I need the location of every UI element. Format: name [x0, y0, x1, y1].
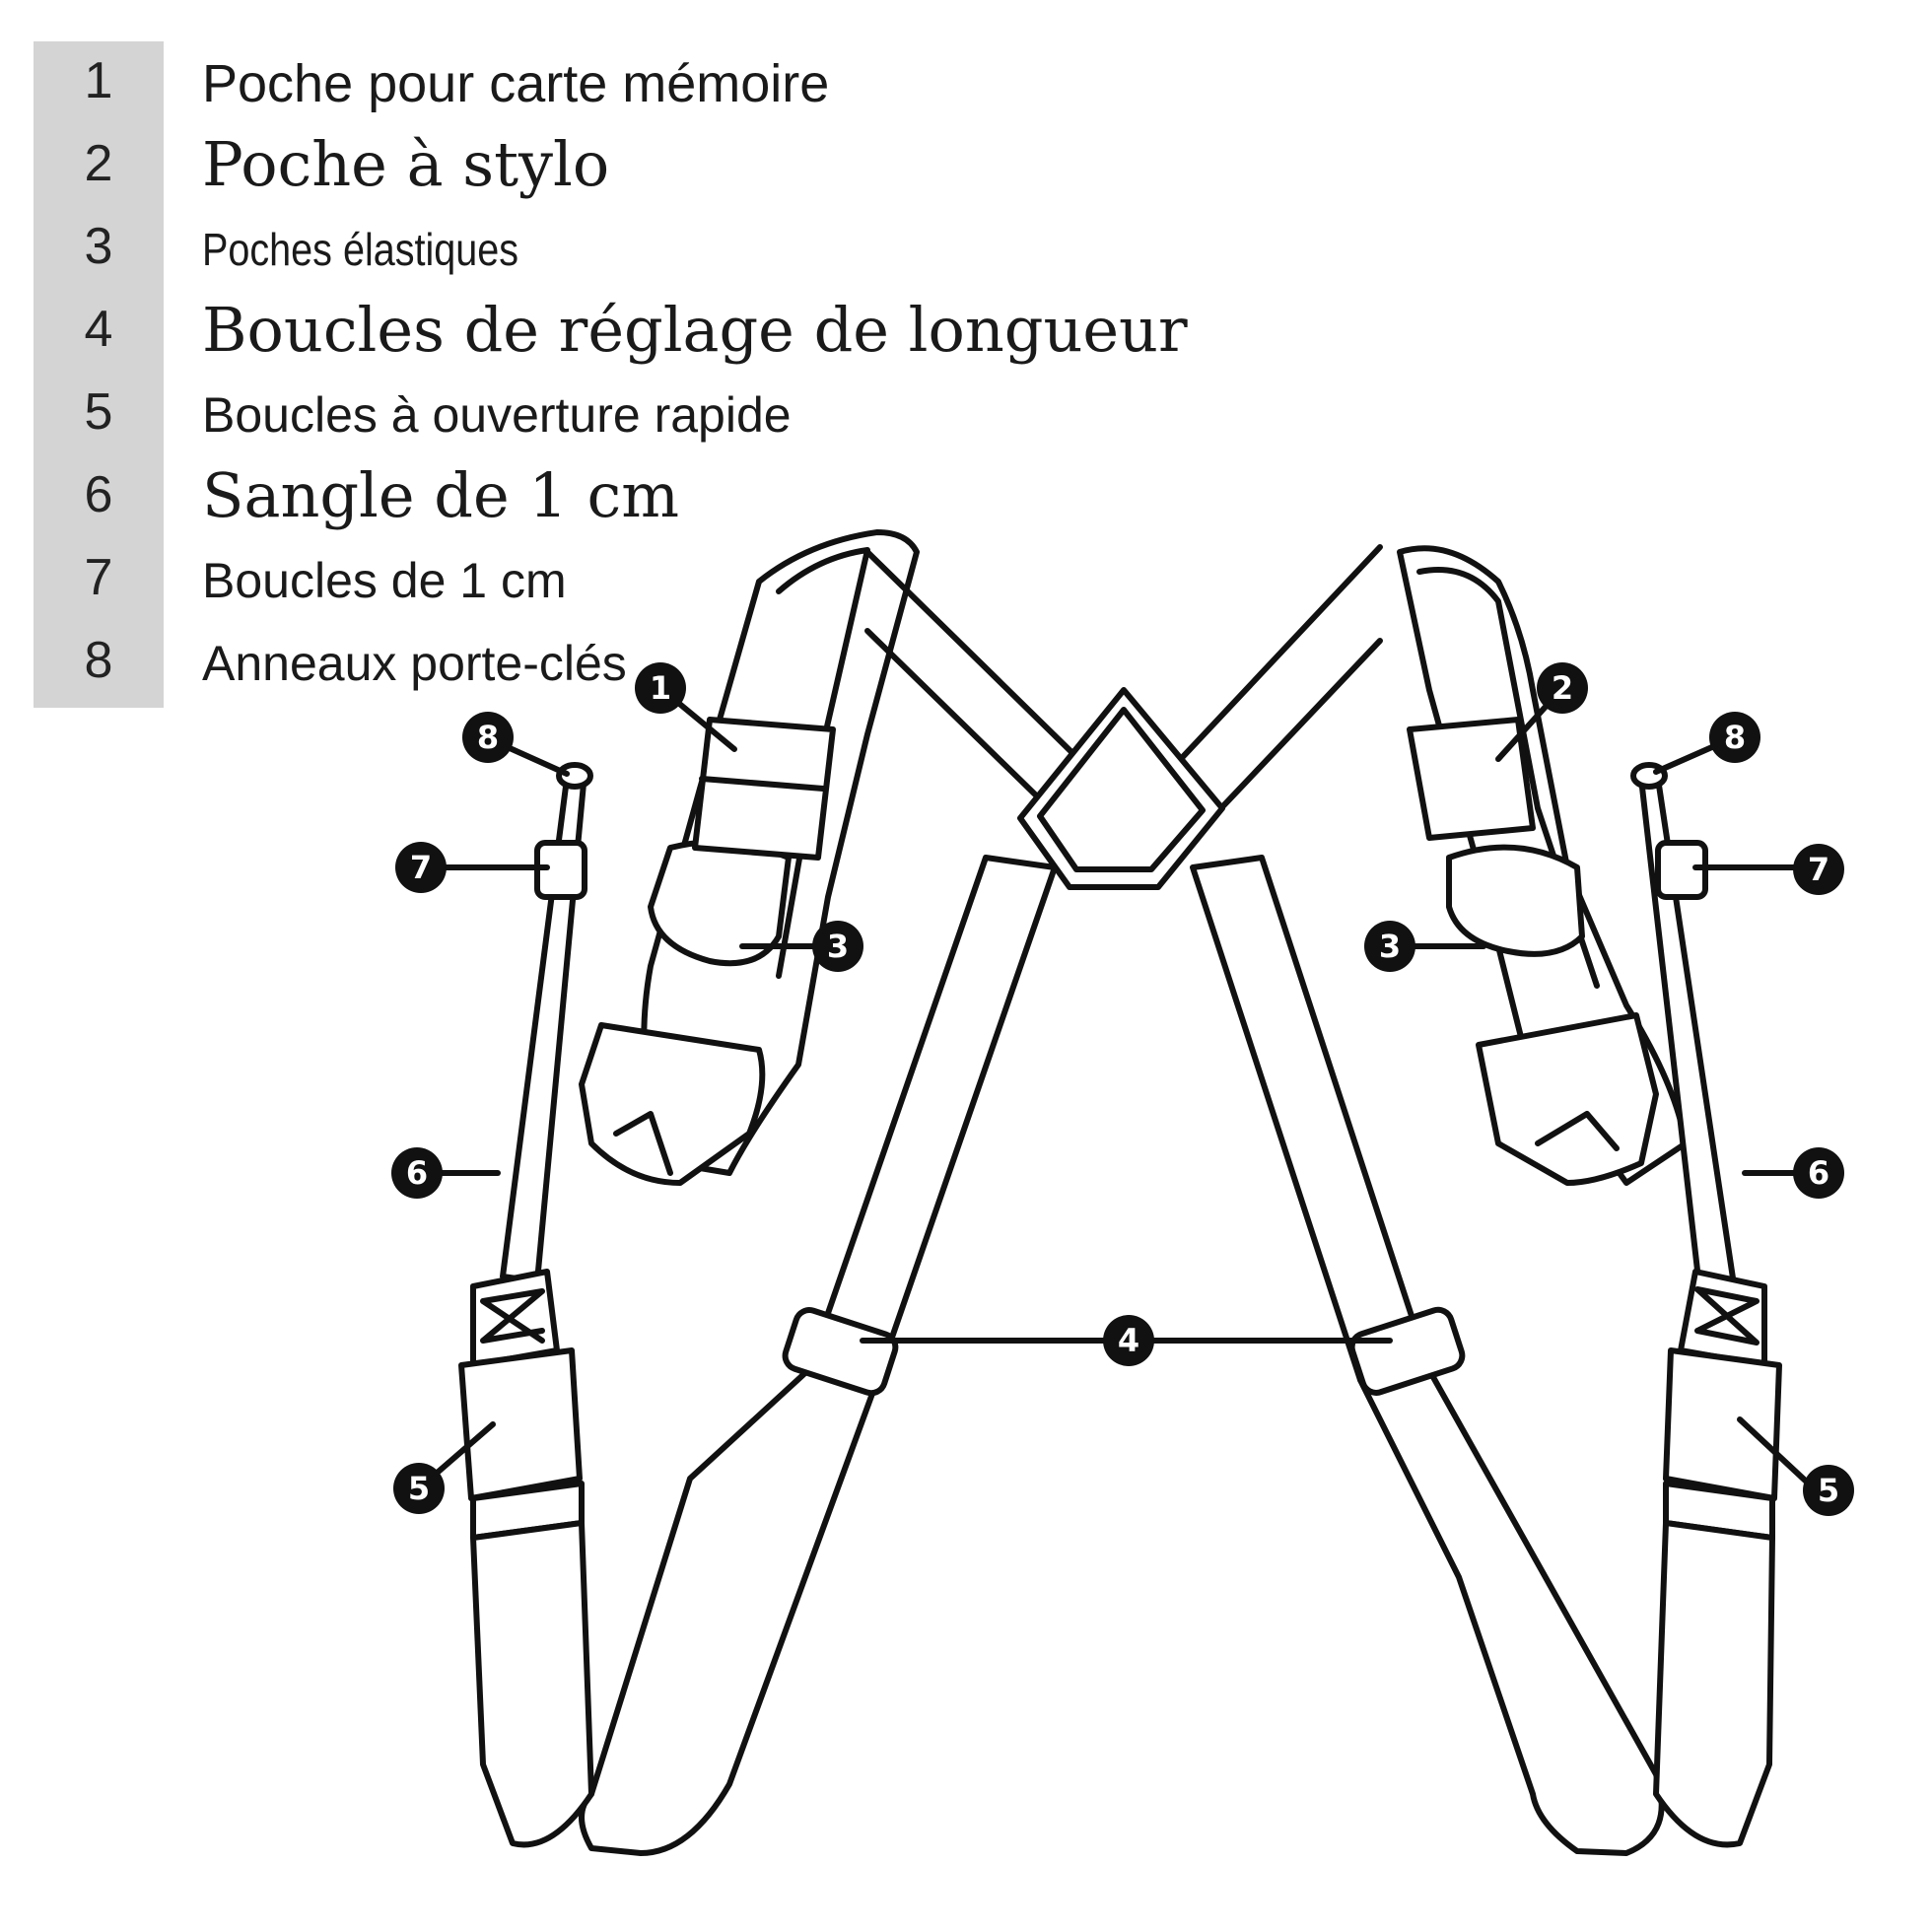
legend-item-2: 2 Poche à stylo	[0, 124, 1281, 203]
callout-6-left: 6	[391, 1147, 443, 1199]
svg-text:6: 6	[406, 1154, 428, 1192]
legend-number: 8	[84, 632, 113, 689]
legend-number: 4	[84, 301, 113, 358]
right-elastic-pocket	[1446, 844, 1585, 957]
svg-text:5: 5	[1818, 1472, 1839, 1509]
legend-item-3: 3 Poches élastiques	[0, 207, 1281, 286]
callout-6-right: 6	[1793, 1147, 1844, 1199]
center-diamond-patch	[1017, 687, 1225, 890]
left-memory-card-pocket	[692, 717, 836, 861]
legend-label: Boucles de réglage de longueur	[202, 294, 1188, 366]
right-quick-release-box	[1694, 1286, 1760, 1346]
left-memory-card-pocket-inner	[699, 776, 826, 792]
svg-text:6: 6	[1808, 1154, 1829, 1192]
svg-text:5: 5	[408, 1470, 430, 1507]
legend-label: Anneaux porte-clés	[202, 636, 627, 691]
legend-label: Boucles de 1 cm	[202, 553, 567, 608]
svg-text:3: 3	[827, 928, 849, 965]
right-cross-strap-edge	[1195, 638, 1383, 836]
legend-label: Poches élastiques	[202, 224, 519, 275]
callout-8-left: 8	[462, 712, 514, 763]
callout-1: 1	[635, 662, 686, 714]
callout-7-left: 7	[395, 842, 447, 893]
legend-item-6: 6 Sangle de 1 cm	[0, 455, 1281, 534]
callout-5-left: 5	[393, 1463, 445, 1514]
right-cross-strap	[1145, 544, 1383, 796]
legend-number: 1	[84, 52, 113, 109]
svg-text:3: 3	[1379, 928, 1401, 965]
legend-item-5: 5 Boucles à ouverture rapide	[0, 373, 1281, 451]
callout-2: 2	[1537, 662, 1588, 714]
left-lower-pocket-triangle	[613, 1111, 673, 1176]
legend-item-7: 7 Boucles de 1 cm	[0, 538, 1281, 617]
legend-label: Boucles à ouverture rapide	[202, 387, 792, 443]
left-length-buckle	[782, 1307, 899, 1397]
left-key-ring	[556, 762, 593, 790]
svg-text:7: 7	[410, 849, 432, 886]
right-length-buckle	[1348, 1306, 1466, 1396]
svg-text:2: 2	[1552, 669, 1573, 707]
right-quick-release-body	[1663, 1347, 1782, 1501]
callout-5-right: 5	[1803, 1465, 1854, 1516]
left-back-strap-lower	[579, 1367, 880, 1856]
right-lower-loop	[1653, 1520, 1775, 1848]
right-back-strap-lower	[1357, 1367, 1665, 1856]
left-quick-release-box	[480, 1288, 545, 1344]
legend-number: 7	[84, 549, 113, 606]
legend-number: 5	[84, 383, 113, 441]
right-lower-pocket-triangle	[1535, 1111, 1620, 1151]
svg-text:8: 8	[1724, 719, 1746, 756]
svg-text:8: 8	[477, 719, 499, 756]
right-pen-pocket	[1407, 717, 1536, 841]
left-quick-release-body	[458, 1347, 583, 1501]
callout-3-left: 3	[812, 921, 863, 972]
legend-label: Poche pour carte mémoire	[202, 54, 830, 113]
legend-number-column	[34, 41, 164, 708]
right-lower-pocket	[1476, 1012, 1659, 1186]
left-lower-pocket	[579, 1022, 766, 1186]
callout-7-right: 7	[1793, 844, 1844, 895]
right-shoulder-pad-inner	[1416, 567, 1600, 989]
center-diamond-inner	[1037, 707, 1206, 872]
legend-item-8: 8 Anneaux porte-clés	[0, 621, 1281, 700]
svg-text:7: 7	[1808, 851, 1829, 888]
svg-text:4: 4	[1118, 1322, 1139, 1359]
legend-number: 3	[84, 218, 113, 275]
svg-text:1: 1	[650, 669, 671, 707]
callout-4: 4	[1103, 1315, 1154, 1366]
legend-item-1: 1 Poche pour carte mémoire	[0, 41, 1281, 120]
legend-number: 6	[84, 466, 113, 523]
legend-label: Poche à stylo	[202, 128, 610, 200]
left-lower-loop	[470, 1520, 594, 1848]
legend-label: Sangle de 1 cm	[202, 459, 680, 531]
legend-number: 2	[84, 135, 113, 192]
callout-8-right: 8	[1709, 712, 1760, 763]
legend-item-4: 4 Boucles de réglage de longueur	[0, 290, 1281, 369]
callout-3-right: 3	[1364, 921, 1415, 972]
